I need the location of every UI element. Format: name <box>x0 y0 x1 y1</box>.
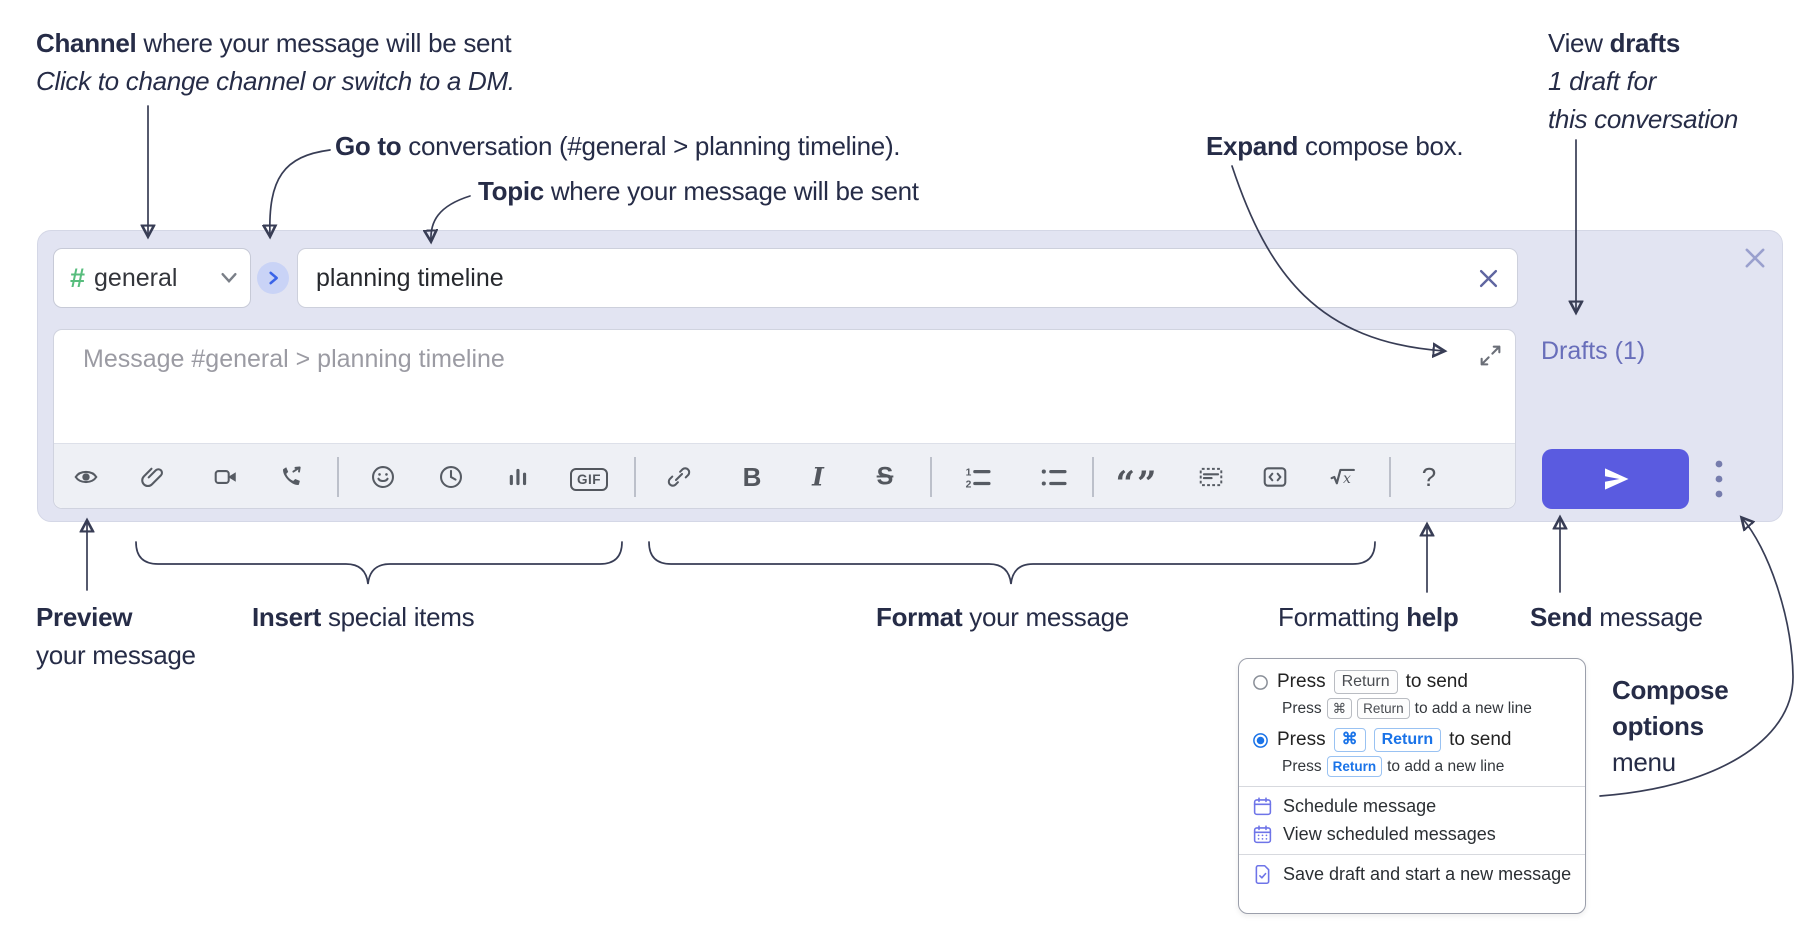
message-formatting-help-icon[interactable]: ? <box>1421 462 1437 492</box>
toolbar-divider <box>634 457 636 497</box>
svg-text:1: 1 <box>966 467 972 478</box>
annotation-channel-bold: Channel <box>36 28 137 58</box>
annotation-send-message: Send message <box>1530 602 1703 632</box>
annotation-expand: Expand compose box. <box>1206 131 1464 161</box>
compose-options-popup: Press Return to send Press ⌘ Return to a… <box>1238 658 1586 914</box>
emoji-icon[interactable] <box>370 464 396 490</box>
return-keycap: Return <box>1333 670 1398 694</box>
clear-topic-icon[interactable] <box>1476 266 1501 291</box>
annotation-goto: Go to conversation (#general > planning … <box>335 131 901 161</box>
arrow-to-goto-button <box>270 149 331 236</box>
go-to-conversation-button[interactable] <box>257 262 289 294</box>
toolbar-divider <box>1389 457 1391 497</box>
menu-item-save-draft[interactable]: Save draft and start a new message <box>1252 864 1572 885</box>
channel-hash-icon: # <box>70 262 86 293</box>
annotation-format: Format your message <box>876 602 1129 632</box>
quote-icon[interactable]: “” <box>1115 464 1159 504</box>
svg-text:x: x <box>1343 471 1351 487</box>
popup-option-sub: Press ⌘ Return to add a new line <box>1282 698 1572 719</box>
annotation-view-drafts: View drafts 1 draft for this conversatio… <box>1548 28 1739 134</box>
annotation-topic: Topic where your message will be sent <box>478 176 919 206</box>
popup-option-return-to-send[interactable]: Press Return to send <box>1252 670 1572 694</box>
math-icon[interactable]: x <box>1328 464 1358 490</box>
attach-file-icon[interactable] <box>140 464 166 490</box>
numbered-list-icon[interactable]: 1 2 <box>962 464 992 490</box>
popup-divider <box>1239 854 1585 855</box>
bulleted-list-icon[interactable] <box>1038 464 1068 490</box>
chevron-right-icon <box>268 271 278 285</box>
poll-icon[interactable] <box>505 464 531 490</box>
annotation-insert: Insert special items <box>252 602 475 632</box>
message-placeholder: Message #general > planning timeline <box>83 345 505 373</box>
annotation-formatting-help: Formatting help <box>1278 602 1459 632</box>
channel-name: general <box>94 263 178 292</box>
toolbar-divider <box>337 457 339 497</box>
spoiler-icon[interactable] <box>1198 464 1225 490</box>
return-keycap: Return <box>1357 698 1410 719</box>
code-icon[interactable] <box>1262 464 1289 490</box>
video-call-icon[interactable] <box>213 464 240 490</box>
close-compose-icon[interactable] <box>1741 244 1769 272</box>
brace-insert <box>135 541 623 585</box>
send-button[interactable] <box>1542 449 1689 509</box>
cmd-keycap: ⌘ <box>1326 698 1353 719</box>
send-plane-icon <box>1604 468 1628 490</box>
topic-value: planning timeline <box>316 263 504 292</box>
toolbar-divider <box>1092 457 1094 497</box>
preview-icon[interactable] <box>72 464 100 490</box>
topic-input[interactable]: planning timeline <box>297 248 1518 308</box>
annotation-channel-line2: Click to change channel or switch to a D… <box>36 66 515 96</box>
time-icon[interactable] <box>438 464 464 490</box>
drafts-link[interactable]: Drafts (1) <box>1541 337 1646 365</box>
bold-icon[interactable]: B <box>742 462 762 492</box>
popup-option-cmd-return-to-send[interactable]: Press ⌘ Return to send <box>1252 728 1572 752</box>
annotation-compose-options: Compose options menu <box>1612 675 1729 777</box>
chevron-down-icon <box>220 271 238 285</box>
gif-icon[interactable]: GIF <box>570 465 608 491</box>
compose-box: # general planning timeline Message #gen… <box>37 230 1783 522</box>
brace-format <box>648 541 1376 585</box>
compose-options-menu-icon[interactable] <box>1713 457 1725 503</box>
radio-selected-icon <box>1253 732 1268 748</box>
voice-call-icon[interactable] <box>278 464 305 490</box>
return-keycap: Return <box>1326 756 1383 777</box>
channel-selector[interactable]: # general <box>53 248 251 308</box>
message-input[interactable]: Message #general > planning timeline <box>53 329 1516 509</box>
return-keycap: Return <box>1373 728 1442 752</box>
expand-compose-icon[interactable] <box>1478 343 1503 373</box>
compose-toolbar: GIF B I S 1 2 <box>54 443 1515 508</box>
svg-text:2: 2 <box>966 479 972 490</box>
file-check-icon <box>1255 864 1270 885</box>
calendar-grid-icon <box>1253 825 1272 844</box>
italic-icon[interactable]: I <box>812 462 824 492</box>
cmd-keycap: ⌘ <box>1333 728 1366 752</box>
annotation-channel: Channel where your message will be sent … <box>36 24 515 100</box>
annotation-preview: Preview your message <box>36 602 196 670</box>
radio-unselected-icon <box>1253 674 1268 690</box>
toolbar-divider <box>930 457 932 497</box>
link-icon[interactable] <box>666 464 692 490</box>
menu-item-schedule-message[interactable]: Schedule message <box>1252 796 1572 817</box>
annotation-channel-rest: where your message will be sent <box>136 28 512 58</box>
calendar-icon <box>1253 797 1272 816</box>
popup-divider <box>1239 786 1585 787</box>
strikethrough-icon[interactable]: S <box>876 462 894 491</box>
popup-option-sub: Press Return to add a new line <box>1282 756 1572 777</box>
menu-item-view-scheduled-messages[interactable]: View scheduled messages <box>1252 824 1572 845</box>
